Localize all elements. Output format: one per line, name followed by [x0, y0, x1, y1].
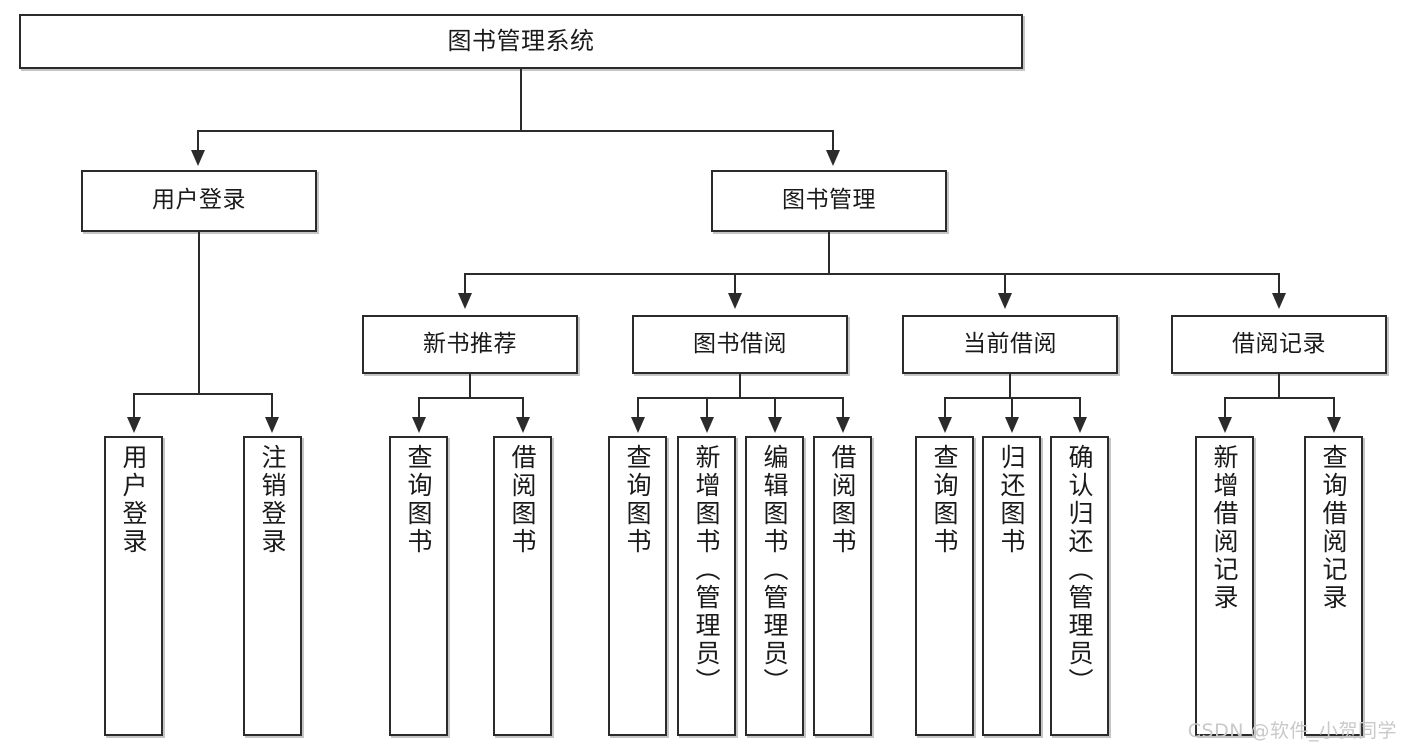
leaf-query-book-borrow[interactable]: 查询图书	[608, 436, 667, 736]
connector-root-bus	[197, 130, 834, 132]
leaf-borrow-book[interactable]: 借阅图书	[813, 436, 872, 736]
leaf-return-book[interactable]: 归还图书	[982, 436, 1041, 736]
connector-current-borrow-drop-2	[1011, 397, 1013, 417]
leaf-add-book[interactable]: 新增图书（管理员）	[677, 436, 736, 736]
leaf-query-borrow-record[interactable]: 查询借阅记录	[1304, 436, 1363, 736]
node-label: 新书推荐	[423, 330, 517, 357]
arrow-to-current-borrow	[998, 293, 1012, 309]
csdn-watermark: CSDN @软件_小贺同学	[1187, 720, 1397, 742]
node-new-book-recommend[interactable]: 新书推荐	[362, 315, 578, 374]
node-label: 注销登录	[258, 444, 287, 556]
arrow-to-leaf-logout	[265, 417, 279, 433]
node-label: 查询借阅记录	[1319, 444, 1348, 612]
node-label: 编辑图书（管理员）	[760, 444, 789, 696]
node-label: 查询图书	[930, 444, 959, 556]
node-current-borrow[interactable]: 当前借阅	[902, 315, 1118, 374]
arrow-to-book-borrow	[728, 293, 742, 309]
connector-borrow-record-bus	[1224, 397, 1334, 399]
connector-book-borrow-stem	[739, 374, 741, 398]
arrow-to-leaf-add-book	[700, 417, 714, 433]
connector-borrow-record-stem	[1278, 374, 1280, 398]
connector-user-login-drop-1	[133, 393, 135, 417]
arrow-to-leaf-query-book-bb	[631, 417, 645, 433]
arrow-to-borrow-record	[1272, 293, 1286, 309]
leaf-add-borrow-record[interactable]: 新增借阅记录	[1195, 436, 1254, 736]
arrow-to-leaf-add-record	[1218, 417, 1232, 433]
connector-new-book-drop-1	[418, 397, 420, 417]
connector-new-book-bus	[418, 397, 523, 399]
connector-user-login-bus	[133, 393, 272, 395]
connector-current-borrow-stem	[1009, 374, 1011, 398]
node-label: 查询图书	[623, 444, 652, 556]
connector-user-login-stem	[198, 232, 200, 394]
connector-borrow-record-drop-2	[1333, 397, 1335, 417]
arrow-to-leaf-borrow-book-bb	[836, 417, 850, 433]
connector-root-drop-left	[197, 130, 199, 150]
leaf-user-login[interactable]: 用户登录	[104, 436, 163, 736]
connector-root-stem	[520, 69, 522, 131]
arrow-to-leaf-borrow-book-nb	[516, 417, 530, 433]
node-label: 借阅图书	[508, 444, 537, 556]
connector-current-borrow-drop-1	[944, 397, 946, 417]
arrow-to-leaf-return-book	[1005, 417, 1019, 433]
connector-book-borrow-bus	[637, 397, 843, 399]
node-label: 借阅记录	[1232, 330, 1326, 357]
arrow-to-book-manage	[826, 150, 840, 166]
node-label: 归还图书	[997, 444, 1026, 556]
leaf-edit-book[interactable]: 编辑图书（管理员）	[745, 436, 804, 736]
connector-book-manage-stem	[828, 232, 830, 274]
connector-new-book-stem	[469, 374, 471, 398]
node-user-login[interactable]: 用户登录	[81, 170, 317, 232]
leaf-query-book-new[interactable]: 查询图书	[389, 436, 448, 736]
node-label: 图书管理	[782, 187, 876, 214]
node-book-manage[interactable]: 图书管理	[711, 170, 947, 232]
node-label: 用户登录	[152, 187, 246, 214]
connector-book-borrow-drop-1	[637, 397, 639, 417]
node-label: 新增图书（管理员）	[692, 444, 721, 696]
connector-book-borrow-drop-3	[774, 397, 776, 417]
node-label: 新增借阅记录	[1210, 444, 1239, 612]
arrow-to-new-book	[458, 293, 472, 309]
node-label: 查询图书	[404, 444, 433, 556]
connector-new-book-drop-2	[522, 397, 524, 417]
leaf-query-book-current[interactable]: 查询图书	[915, 436, 974, 736]
arrow-to-leaf-query-record	[1327, 417, 1341, 433]
connector-level2-drop-4	[1278, 273, 1280, 293]
leaf-confirm-return[interactable]: 确认归还（管理员）	[1050, 436, 1109, 736]
node-label: 借阅图书	[828, 444, 857, 556]
connector-borrow-record-drop-1	[1224, 397, 1226, 417]
node-label: 图书借阅	[693, 330, 787, 357]
arrow-to-leaf-edit-book	[768, 417, 782, 433]
node-label: 确认归还（管理员）	[1065, 444, 1094, 696]
node-label: 图书管理系统	[447, 27, 595, 56]
node-book-borrow[interactable]: 图书借阅	[632, 315, 848, 374]
connector-level2-drop-3	[1004, 273, 1006, 293]
connector-user-login-drop-2	[271, 393, 273, 417]
arrow-to-user-login	[191, 150, 205, 166]
arrow-to-leaf-query-book-nb	[412, 417, 426, 433]
connector-level2-drop-1	[464, 273, 466, 293]
node-root-system[interactable]: 图书管理系统	[19, 14, 1023, 69]
connector-current-borrow-drop-3	[1079, 397, 1081, 417]
arrow-to-leaf-user-login	[127, 417, 141, 433]
leaf-borrow-book-new[interactable]: 借阅图书	[493, 436, 552, 736]
connector-root-drop-right	[832, 130, 834, 150]
connector-level2-drop-2	[734, 273, 736, 293]
connector-level2-bus	[464, 273, 1280, 275]
arrow-to-leaf-confirm-return	[1073, 417, 1087, 433]
node-borrow-record[interactable]: 借阅记录	[1171, 315, 1387, 374]
node-label: 当前借阅	[963, 330, 1057, 357]
leaf-logout[interactable]: 注销登录	[243, 436, 302, 736]
node-label: 用户登录	[119, 444, 148, 556]
arrow-to-leaf-query-book-cb	[938, 417, 952, 433]
connector-book-borrow-drop-4	[842, 397, 844, 417]
connector-book-borrow-drop-2	[706, 397, 708, 417]
